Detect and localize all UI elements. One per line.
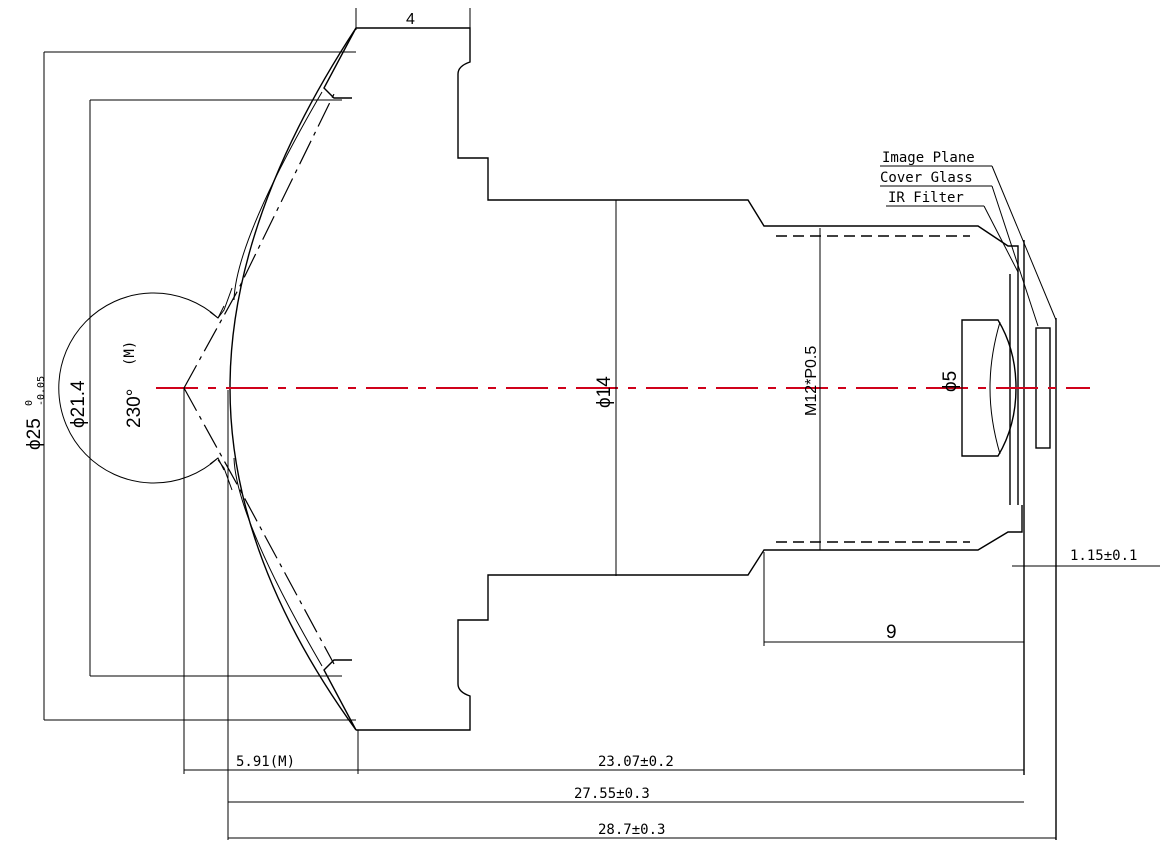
dim-rear-diameter: ϕ5 (940, 371, 961, 392)
cover-glass-rect (1035, 327, 1051, 449)
dim-fov-note: (M) (122, 341, 138, 366)
dim-front-offset: 5.91(M) (236, 754, 295, 770)
lens-body-outline (229, 27, 1023, 731)
dim-back-focal: 1.15±0.1 (1070, 548, 1137, 564)
dim-front-length: 4 (406, 11, 415, 28)
dim-front-lens-diameter: ϕ21.4 (68, 380, 89, 428)
callout-ir-filter: IR Filter (888, 190, 964, 206)
dim-total-length: 28.7±0.3 (598, 822, 665, 838)
dim-outer-diameter: ϕ25 (24, 418, 45, 450)
fov-rays (58, 93, 335, 665)
callout-image-plane: Image Plane (882, 150, 975, 166)
dim-outer-diameter-sup: 0 (24, 400, 35, 406)
dim-flange-length: 23.07±0.2 (598, 754, 674, 770)
dim-optical-length: 27.55±0.3 (574, 786, 650, 802)
dim-thread: M12*P0.5 (803, 346, 820, 416)
dim-outer-diameter-sub: -0.05 (36, 376, 47, 406)
dim-fov: 230° (124, 389, 145, 428)
dim-barrel-diameter: ϕ14 (594, 376, 615, 408)
dimension-lines (43, 8, 1160, 840)
dim-thread-length: 9 (886, 622, 897, 643)
callout-cover-glass: Cover Glass (880, 170, 973, 186)
